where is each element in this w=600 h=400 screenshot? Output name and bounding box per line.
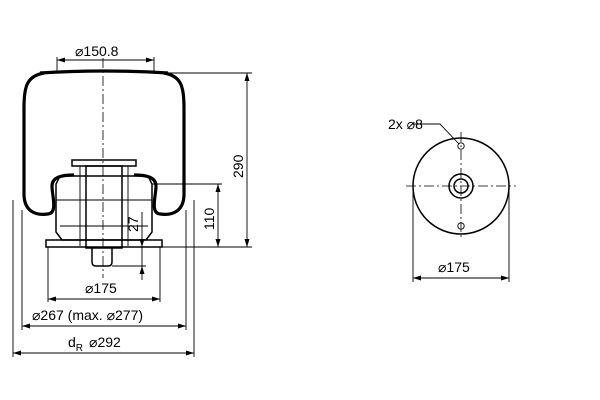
effective-diameter-label: dR ⌀292 (68, 334, 121, 354)
bottom-stud (91, 247, 113, 267)
effective-diameter-subscript: R (76, 343, 83, 354)
clamp-plate (71, 159, 137, 167)
top-plate-diameter-label: ⌀150.8 (75, 43, 119, 59)
hole-callout-label: 2x ⌀8 (388, 116, 423, 132)
center-stud-outer (448, 173, 474, 199)
mount-hole-bottom (457, 222, 465, 230)
top-bead-plate (39, 69, 169, 75)
bottom-view: 2x ⌀8 ⌀175 (388, 116, 516, 282)
side-view: ⌀150.8 290 110 27 ⌀175 ⌀267 (max. ⌀ (12, 43, 252, 357)
piston-base (45, 239, 163, 248)
bellow-diameter-label: ⌀267 (max. ⌀277) (32, 307, 143, 323)
mount-offset-label: 27 (125, 216, 141, 232)
center-stud-inner (453, 178, 469, 194)
piston-stem (85, 165, 123, 249)
bellow-outline (22, 71, 186, 216)
effective-diameter-symbol: d (68, 334, 76, 350)
effective-diameter-value: ⌀292 (89, 334, 121, 350)
piston-diameter-label: ⌀175 (85, 280, 117, 296)
mount-hole-top (457, 142, 465, 150)
piston-height-label: 110 (201, 207, 217, 230)
total-height-label: 290 (230, 154, 246, 178)
base-diameter-label: ⌀175 (438, 259, 470, 275)
